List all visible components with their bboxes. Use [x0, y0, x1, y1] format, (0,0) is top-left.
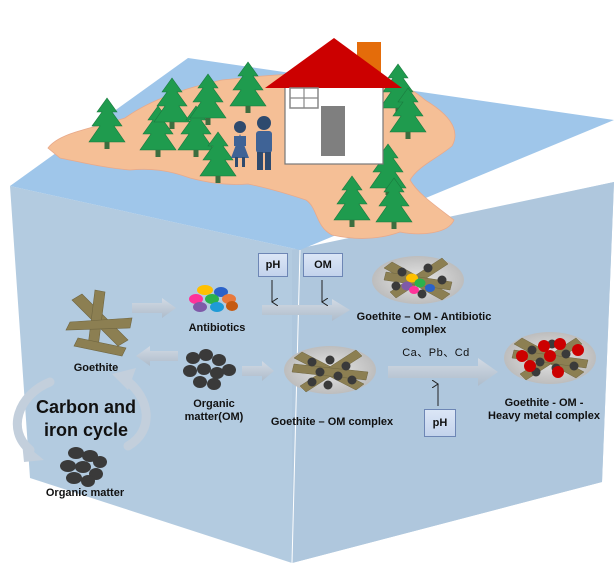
label-organic-matter-om-line1: Organic	[193, 398, 235, 410]
label-goethite-om-complex: Goethite – OM complex	[270, 416, 394, 428]
label-goethite-om-heavy-metal-line2: Heavy metal complex	[488, 409, 600, 422]
antibiotics-icon	[189, 285, 238, 312]
arrow-om-to-goethite	[136, 346, 178, 366]
goethite-icon	[65, 289, 133, 357]
label-organic-matter-om: Organic matter(OM)	[178, 398, 250, 423]
label-goethite: Goethite	[73, 362, 119, 374]
goethite-om-heavy-metal-complex-icon	[504, 332, 596, 384]
label-organic-matter: Organic matter	[45, 487, 125, 499]
label-antibiotics: Antibiotics	[188, 322, 246, 334]
arrow-om-to-complex	[242, 361, 274, 381]
cycle-arrowhead	[22, 442, 44, 462]
ph-box-top: pH	[258, 253, 288, 277]
label-organic-matter-om-line2: matter(OM)	[184, 410, 244, 423]
label-goethite-om-antibiotic-complex: Goethite – OM - Antibiotic complex	[344, 311, 504, 336]
label-metals: Ca、Pb、Cd	[402, 347, 470, 359]
goethite-om-antibiotic-complex-icon	[372, 256, 464, 304]
person-woman-icon	[231, 121, 249, 167]
arrow-to-antibiotic-complex	[262, 299, 350, 321]
label-carbon-iron-line2: iron cycle	[43, 419, 129, 440]
house-icon	[265, 38, 402, 165]
label-carbon-iron-cycle: Carbon and iron cycle	[30, 396, 142, 441]
arrow-goethite-to-antibiotics	[132, 298, 176, 318]
organic-matter-om-icon	[183, 349, 236, 390]
label-carbon-iron-line1: Carbon and	[35, 397, 136, 417]
goethite-om-complex-icon	[284, 346, 376, 394]
om-box-top: OM	[303, 253, 343, 277]
label-goethite-om-antibiotic-line1: Goethite – OM - Antibiotic	[356, 311, 492, 323]
ph-box-bottom: pH	[424, 409, 456, 437]
cycle-arrowhead	[112, 368, 136, 390]
person-man-icon	[256, 116, 272, 170]
label-goethite-om-antibiotic-line2: complex	[401, 323, 447, 336]
label-goethite-om-heavy-metal-complex: Goethite - OM - Heavy metal complex	[482, 397, 606, 422]
arrow-to-heavy-metal-complex	[388, 358, 498, 386]
organic-matter-icon	[60, 447, 107, 487]
tree	[88, 97, 126, 150]
carbon-iron-cycle-arrows	[12, 375, 151, 455]
label-goethite-om-heavy-metal-line1: Goethite - OM -	[504, 397, 584, 409]
